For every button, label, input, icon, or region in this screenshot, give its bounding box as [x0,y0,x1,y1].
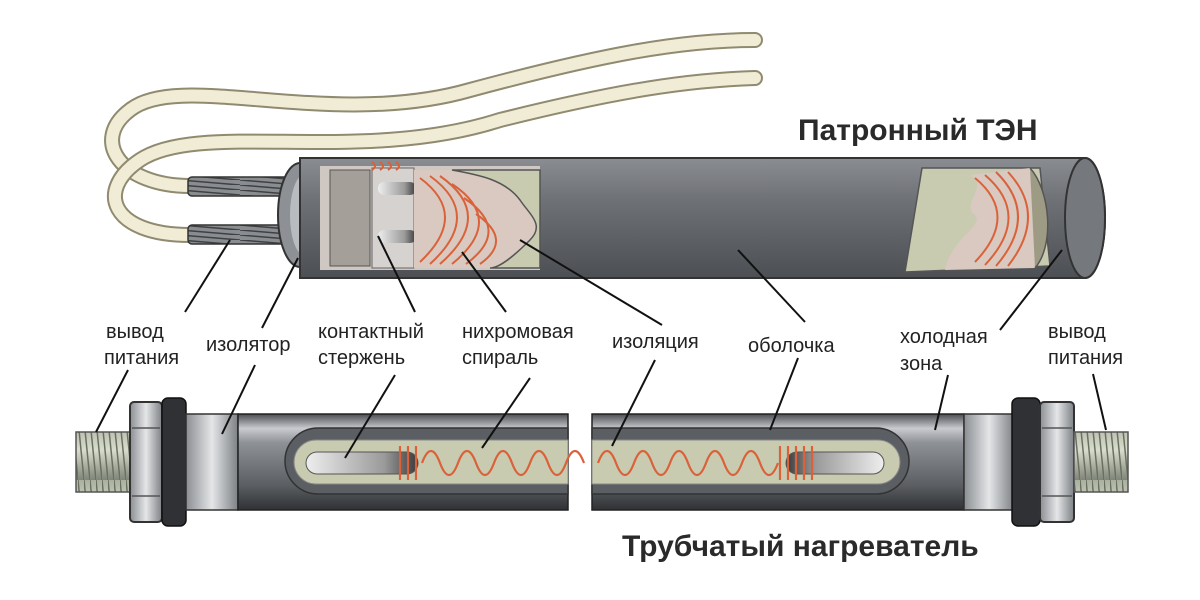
nut-left [129,401,163,523]
stud-thread-right [1073,431,1129,493]
leader-lines [95,235,1107,459]
label-insulator: изолятор [206,334,290,356]
cartridge-heater [104,32,1106,279]
nichrome-spiral-cartridge-left [371,161,497,265]
tubular-title: Трубчатый нагреватель [622,530,979,563]
washer-right [1011,397,1041,527]
label-power-lead-left-line1: вывод [106,321,164,343]
contact-rod-left [305,451,419,475]
label-power-lead-right: вывод питания [1048,321,1123,369]
cartridge-title: Патронный ТЭН [798,114,1038,147]
label-sheath-line1: оболочка [748,335,835,357]
label-insulation-line1: изоляция [612,331,699,353]
label-contact-rod-line1: контактный [318,321,424,343]
label-insulator-line1: изолятор [206,334,290,356]
label-power-lead-left: вывод питания [104,321,179,369]
label-cold-zone: холодная зона [900,326,993,375]
tubular-heater [75,397,1129,527]
sleeve-right [963,413,1015,511]
label-power-lead-right-line2: питания [1048,347,1123,369]
label-nichrome-spiral-line2: спираль [462,347,538,369]
nichrome-spiral-cartridge-right [974,171,1029,267]
contact-rod-right [785,451,885,475]
cartridge-cutaway-left [320,161,541,270]
cartridge-cutaway-right [904,167,1051,273]
label-contact-rod-line2: стержень [318,347,405,369]
label-cold-zone-line2: зона [900,353,943,375]
label-nichrome-spiral: нихромовая спираль [462,321,579,369]
label-power-lead-left-line2: питания [104,347,179,369]
labels: вывод питания изолятор контактный стерже… [104,321,1123,375]
label-nichrome-spiral-line1: нихромовая [462,321,574,343]
stud-thread-left [75,431,133,493]
insulation-cutaway-left [451,169,541,269]
nichrome-spiral-tubular [398,446,814,480]
label-contact-rod: контактный стержень [318,321,430,369]
washer-left [161,397,187,527]
label-power-lead-right-line1: вывод [1048,321,1106,343]
label-insulation: изоляция [612,331,699,353]
nut-right [1039,401,1075,523]
label-sheath: оболочка [748,335,835,357]
sleeve-left [185,413,239,511]
label-cold-zone-line1: холодная [900,326,988,348]
